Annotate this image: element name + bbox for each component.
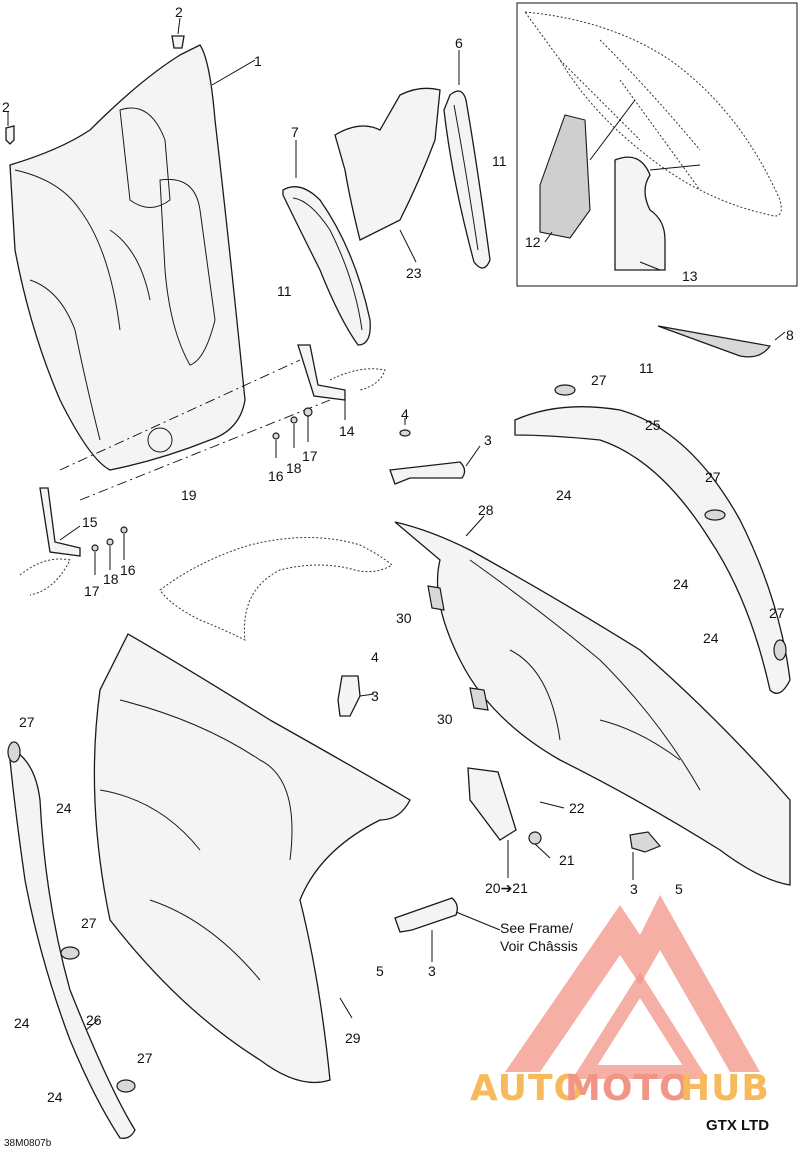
callout-3: 3	[371, 688, 379, 704]
callout-24: 24	[703, 630, 719, 646]
inset-detail-box	[516, 2, 798, 287]
part-2-clip-top	[171, 35, 185, 49]
inset-hood-outline	[523, 11, 782, 217]
callout-17: 17	[84, 583, 100, 599]
part-1-upper-panel	[9, 44, 246, 471]
callout-15: 15	[82, 514, 98, 530]
callout-27: 27	[591, 372, 607, 388]
callout-4: 4	[371, 649, 379, 665]
part-28-side-panel	[394, 521, 791, 886]
callout-30: 30	[437, 711, 453, 727]
part-3-handle-lower	[394, 897, 458, 933]
callout-25: 25	[645, 417, 661, 433]
part-30-strip-upper	[427, 585, 445, 611]
callout-12: 12	[525, 234, 541, 250]
see-frame-note-line1: See Frame/	[500, 920, 574, 936]
watermark-text-auto: AUTO	[470, 1068, 585, 1109]
callout-16: 16	[268, 468, 284, 484]
callout-2: 2	[2, 99, 10, 115]
watermark-text-hub: HUB	[680, 1068, 770, 1109]
callout-24: 24	[14, 1015, 30, 1031]
callout-3: 3	[484, 432, 492, 448]
callout-20-to-21: 20➔21	[485, 880, 528, 896]
callout-27: 27	[769, 605, 785, 621]
callout-17: 17	[302, 448, 318, 464]
callout-27: 27	[19, 714, 35, 730]
callout-6: 6	[455, 35, 463, 51]
part-8-small-cover	[657, 325, 772, 358]
callout-30: 30	[396, 610, 412, 626]
part-29-lower-side-panel	[93, 633, 411, 1084]
dotted-reference-trim	[159, 537, 393, 641]
watermark-text-moto: MOTO	[565, 1068, 691, 1109]
see-frame-note-line2: Voir Châssis	[500, 938, 578, 954]
part-3-handle-upper	[389, 461, 466, 485]
callout-16: 16	[120, 562, 136, 578]
callout-27: 27	[137, 1050, 153, 1066]
part-30-strip-lower	[469, 687, 489, 711]
part-12-insulation	[539, 114, 591, 239]
part-3-handle-right	[629, 831, 662, 853]
callout-3: 3	[630, 881, 638, 897]
part-14-bracket	[297, 344, 346, 401]
callout-18: 18	[103, 571, 119, 587]
callout-3: 3	[428, 963, 436, 979]
callout-5: 5	[376, 963, 384, 979]
callout-29: 29	[345, 1030, 361, 1046]
diagram-code: 38M0807b	[4, 1138, 52, 1149]
part-15-bracket	[39, 487, 81, 557]
callout-11: 11	[639, 360, 654, 376]
callout-13: 13	[682, 268, 698, 284]
model-label: GTX LTD	[706, 1117, 770, 1134]
callout-28: 28	[478, 502, 494, 518]
callout-11: 11	[492, 153, 507, 169]
callout-27: 27	[81, 915, 97, 931]
part-25-trim-rail	[514, 406, 791, 694]
watermark-triangle-logo	[505, 895, 760, 1072]
callout-2: 2	[175, 4, 183, 20]
callout-5: 5	[675, 881, 683, 897]
callout-24: 24	[556, 487, 572, 503]
part-7-side-frame	[282, 186, 371, 346]
callout-24: 24	[47, 1089, 63, 1105]
automotohub-watermark: AUTO MOTO HUB	[470, 895, 770, 1109]
part-3-handle-mid	[337, 675, 361, 717]
part-23-foam-panel	[334, 87, 441, 241]
part-20-bracket	[467, 767, 517, 841]
callout-26: 26	[86, 1012, 102, 1028]
part-26-trim-rail	[9, 746, 136, 1139]
part-2-clip-left	[5, 125, 15, 145]
callout-8: 8	[786, 327, 794, 343]
callout-19: 19	[181, 487, 197, 503]
callout-14: 14	[339, 423, 355, 439]
callout-11: 11	[277, 283, 292, 299]
callout-21: 21	[559, 852, 575, 868]
callout-24: 24	[673, 576, 689, 592]
callout-7: 7	[291, 124, 299, 140]
callout-4: 4	[401, 406, 409, 422]
callout-1: 1	[254, 53, 262, 69]
callout-23: 23	[406, 265, 422, 281]
callout-27: 27	[705, 469, 721, 485]
callout-18: 18	[286, 460, 302, 476]
part-13-insulation	[614, 156, 666, 271]
callout-24: 24	[56, 800, 72, 816]
callout-22: 22	[569, 800, 585, 816]
